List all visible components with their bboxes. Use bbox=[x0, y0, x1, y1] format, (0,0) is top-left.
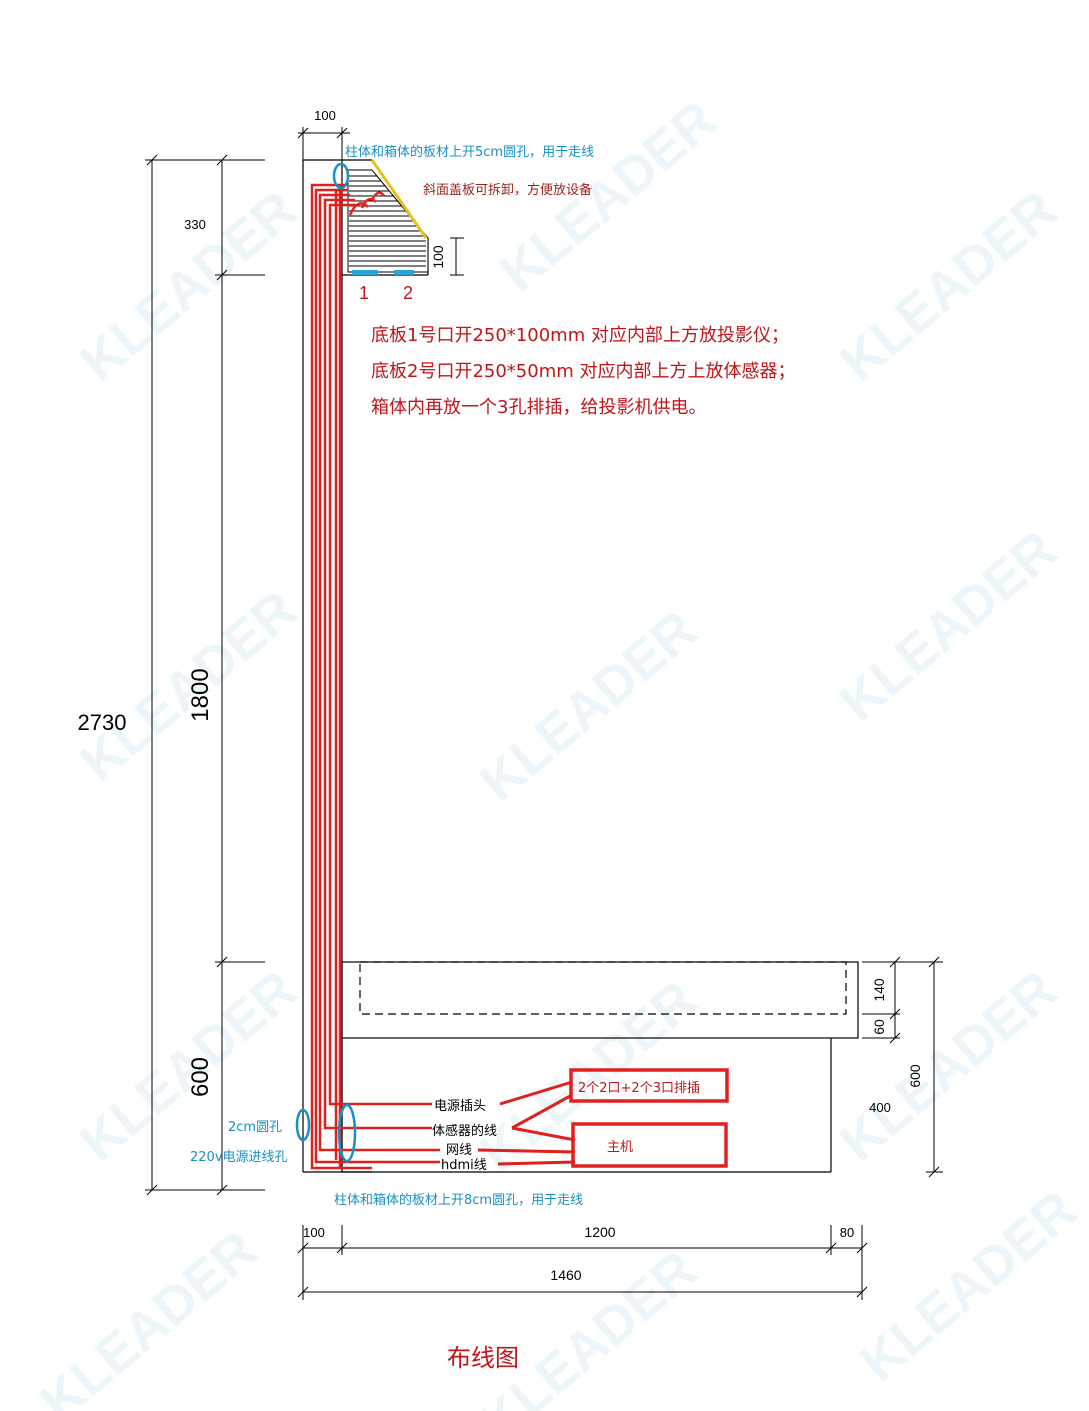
small-hole-2cm bbox=[295, 1108, 311, 1142]
top-wire-hooks bbox=[348, 191, 385, 216]
note-line-3: 箱体内再放一个3孔排插，给投影机供电。 bbox=[371, 397, 706, 418]
host-label: 主机 bbox=[607, 1140, 633, 1155]
cover-leader bbox=[370, 159, 428, 239]
diagram-title: 布线图 bbox=[447, 1344, 519, 1372]
note-small-hole: 2cm圆孔 bbox=[228, 1120, 282, 1135]
note-top-hole: 柱体和箱体的板材上开5cm圆孔，用于走线 bbox=[345, 144, 594, 160]
watermark-text: KLEADER bbox=[829, 519, 1068, 733]
watermark-text: KLEADER bbox=[469, 599, 708, 813]
bottom-cable-hole bbox=[337, 1103, 357, 1163]
dimension-lines bbox=[145, 127, 943, 1300]
dim-bottom-left: 100 bbox=[303, 1225, 325, 1240]
dim-cabinet-top: 140 bbox=[871, 978, 887, 1002]
structure bbox=[302, 159, 859, 1173]
watermark-text: KLEADER bbox=[469, 1239, 708, 1411]
dim-base-height: 600 bbox=[187, 1057, 214, 1097]
cable-leaders bbox=[477, 1080, 576, 1166]
top-box-hatch bbox=[347, 169, 429, 275]
cable-sensor-line: 体感器的线 bbox=[432, 1123, 497, 1139]
dim-cabinet-gap: 60 bbox=[871, 1019, 887, 1035]
cable-power-plug: 电源插头 bbox=[434, 1099, 486, 1114]
note-power-in: 220v电源进线孔 bbox=[190, 1150, 288, 1165]
cable-hdmi: hdmi线 bbox=[441, 1158, 487, 1173]
watermark-text: KLEADER bbox=[69, 179, 308, 393]
dim-top-width: 100 bbox=[314, 108, 336, 123]
watermark-text: KLEADER bbox=[29, 1219, 268, 1411]
cable-bundle bbox=[310, 183, 440, 1170]
dim-column-height: 1800 bbox=[187, 668, 214, 721]
power-strip-label: 2个2口+2个3口排插 bbox=[578, 1081, 700, 1096]
dim-bottom-total: 1460 bbox=[550, 1267, 581, 1283]
port-2-label: 2 bbox=[403, 283, 413, 303]
power-strip-box bbox=[569, 1068, 729, 1103]
cable-holes bbox=[295, 162, 357, 1163]
cable-network: 网线 bbox=[446, 1143, 472, 1158]
dim-bottom-mid: 1200 bbox=[584, 1224, 615, 1240]
watermark-text: KLEADER bbox=[829, 959, 1068, 1173]
top-cable-hole bbox=[332, 162, 350, 190]
watermark-text: KLEADER bbox=[829, 179, 1068, 393]
host-box bbox=[571, 1122, 728, 1168]
dim-bottom-right: 80 bbox=[840, 1225, 854, 1240]
note-bottom-hole: 柱体和箱体的板材上开8cm圆孔，用于走线 bbox=[334, 1192, 583, 1208]
note-line-2: 底板2号口开250*50mm 对应内部上方上放体感器； bbox=[371, 361, 796, 382]
note-cover: 斜面盖板可拆卸，方便放设备 bbox=[423, 182, 592, 198]
dim-top-box-height: 330 bbox=[184, 217, 206, 232]
dim-box-slot: 100 bbox=[430, 245, 446, 269]
dim-total-height: 2730 bbox=[78, 710, 127, 735]
dim-cabinet-lower: 400 bbox=[869, 1100, 891, 1115]
port-1-label: 1 bbox=[359, 283, 369, 303]
note-line-1: 底板1号口开250*100mm 对应内部上方放投影仪； bbox=[371, 325, 789, 346]
dim-cabinet-height: 600 bbox=[907, 1064, 923, 1088]
port-2-slot bbox=[394, 270, 414, 275]
port-1-slot bbox=[352, 270, 378, 275]
watermark-text: KLEADER bbox=[849, 1179, 1088, 1393]
